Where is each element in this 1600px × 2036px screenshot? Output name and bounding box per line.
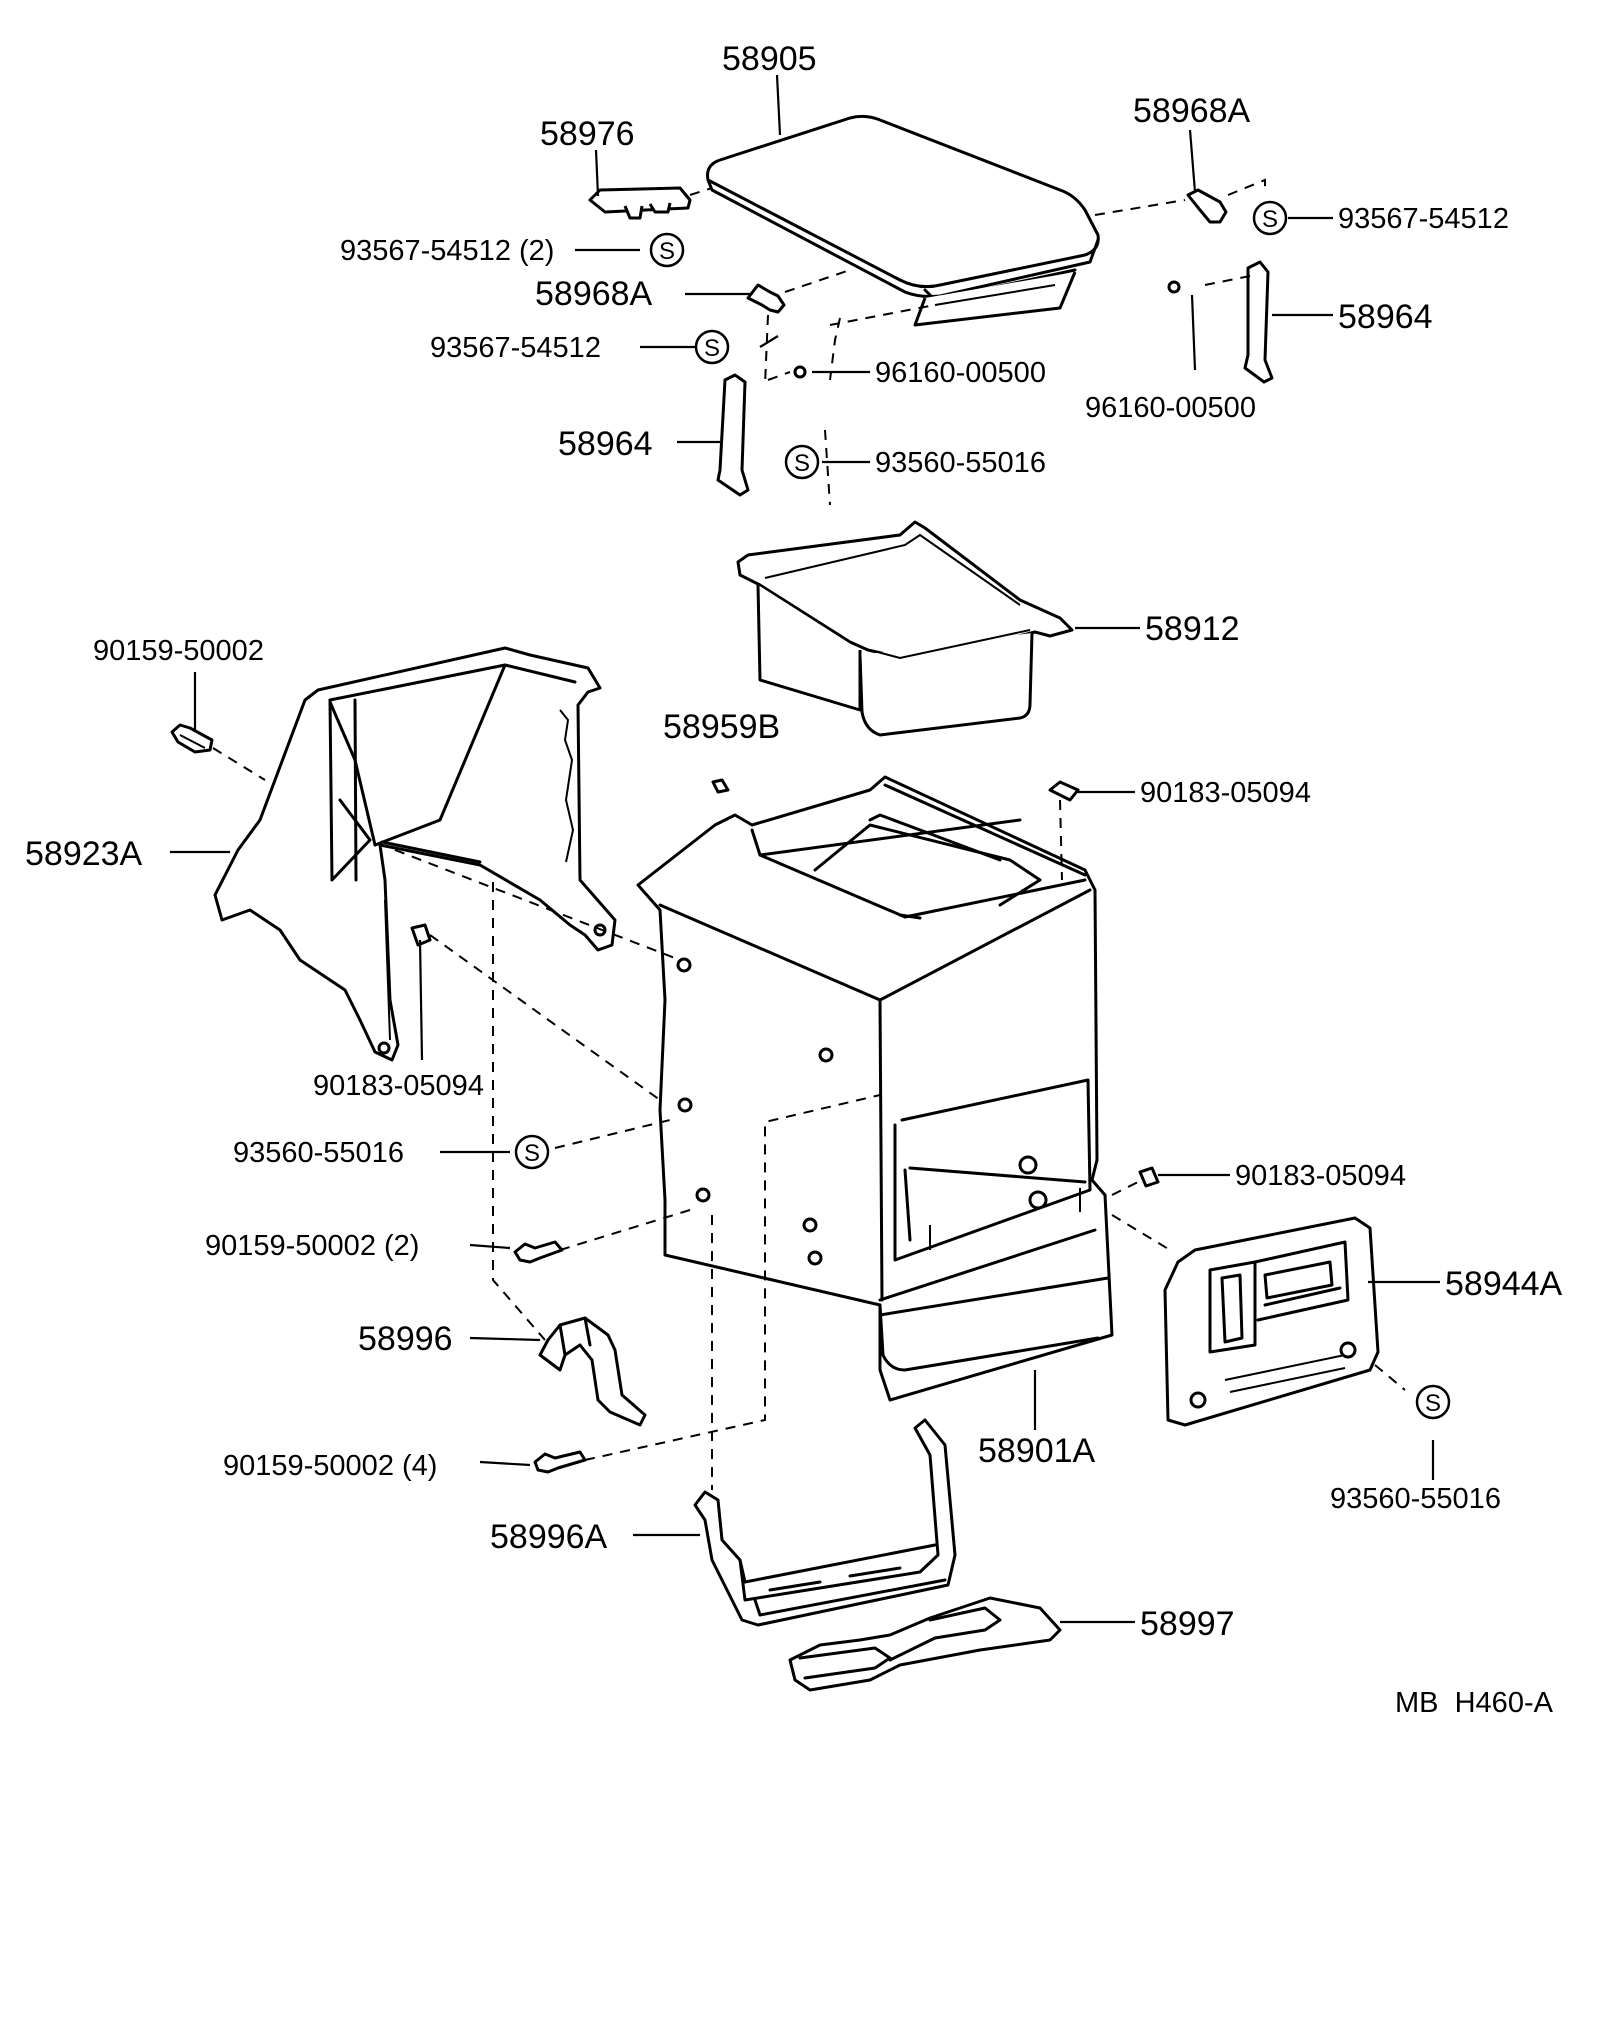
bolt-90159-four bbox=[533, 1450, 587, 1474]
bracket-58996a-part bbox=[693, 1418, 957, 1627]
callout-58996a: 58996A bbox=[490, 1518, 608, 1556]
side-panel-58923a-part bbox=[213, 646, 617, 1062]
bracket-58968a-right-part bbox=[1186, 188, 1228, 224]
hinge-58976-part bbox=[588, 186, 692, 220]
console-body-part bbox=[636, 775, 1114, 1402]
armrest-lid-part bbox=[706, 114, 1100, 327]
callout-90159-two: 90159-50002 (2) bbox=[205, 1230, 419, 1262]
plate-58997-part bbox=[788, 1596, 1062, 1692]
symbol-s-top-center: S bbox=[784, 444, 820, 480]
callout-58968a-left: 58968A bbox=[535, 275, 653, 313]
leader-lines bbox=[170, 74, 1440, 1624]
stay-58964-right-part bbox=[1243, 260, 1274, 384]
clip-90183-top bbox=[1048, 780, 1080, 802]
callout-58996: 58996 bbox=[358, 1320, 453, 1358]
callout-58901a: 58901A bbox=[978, 1432, 1096, 1470]
callout-58923a: 58923A bbox=[25, 835, 143, 873]
svg-text:S: S bbox=[704, 335, 720, 362]
bracket-58968a-left-part bbox=[746, 283, 786, 314]
bolt-90159-two bbox=[513, 1240, 564, 1264]
stay-58964-left-part bbox=[716, 373, 750, 497]
symbol-s-bottom-right: S bbox=[1415, 1384, 1451, 1420]
callout-90183-left: 90183-05094 bbox=[313, 1070, 484, 1102]
callout-58964-left: 58964 bbox=[558, 425, 653, 463]
callout-58905: 58905 bbox=[722, 40, 817, 78]
callout-96160-left: 96160-00500 bbox=[875, 357, 1046, 389]
panel-58944a-part bbox=[1163, 1216, 1380, 1427]
drawing-id: MB H460-A bbox=[1395, 1687, 1554, 1719]
callout-58959b: 58959B bbox=[663, 708, 780, 746]
callout-58964-right: 58964 bbox=[1338, 298, 1433, 336]
callout-90159-four: 90159-50002 (4) bbox=[223, 1450, 437, 1482]
callout-93560-mid: 93560-55016 bbox=[233, 1137, 404, 1169]
nut-96160-left bbox=[793, 365, 807, 379]
callout-58997: 58997 bbox=[1140, 1605, 1235, 1643]
callout-96160-right: 96160-00500 bbox=[1085, 392, 1256, 424]
clip-90183-right bbox=[1138, 1166, 1160, 1188]
callout-93567-top-left: 93567-54512 (2) bbox=[340, 235, 554, 267]
symbol-s-middle: S bbox=[514, 1134, 550, 1170]
nut-96160-right bbox=[1167, 280, 1181, 294]
clip-58959b bbox=[711, 778, 730, 794]
assembly-lines bbox=[212, 178, 1406, 1490]
svg-text:S: S bbox=[524, 1140, 540, 1167]
callout-58968a-right: 58968A bbox=[1133, 92, 1251, 130]
callout-93567-mid-left: 93567-54512 bbox=[430, 332, 601, 364]
callout-90159-top: 90159-50002 bbox=[93, 635, 264, 667]
svg-text:S: S bbox=[1425, 1390, 1441, 1417]
callout-90183-right: 90183-05094 bbox=[1235, 1160, 1406, 1192]
svg-text:S: S bbox=[659, 238, 675, 265]
callout-58912: 58912 bbox=[1145, 610, 1240, 648]
callout-93560-bottom: 93560-55016 bbox=[1330, 1483, 1501, 1515]
callout-93560-top: 93560-55016 bbox=[875, 447, 1046, 479]
svg-text:S: S bbox=[794, 450, 810, 477]
svg-text:S: S bbox=[1262, 206, 1278, 233]
symbol-s-top-right: S bbox=[1252, 200, 1288, 236]
symbol-s-top-left: S bbox=[649, 232, 685, 268]
callout-58944a: 58944A bbox=[1445, 1265, 1563, 1303]
bolt-90159-top bbox=[170, 723, 214, 754]
symbol-s-mid-left: S bbox=[694, 329, 730, 365]
callout-93567-right: 93567-54512 bbox=[1338, 203, 1509, 235]
bracket-58996-part bbox=[538, 1316, 647, 1427]
callout-90183-top: 90183-05094 bbox=[1140, 777, 1311, 809]
console-tray-part bbox=[736, 520, 1074, 737]
callout-58976: 58976 bbox=[540, 115, 635, 153]
